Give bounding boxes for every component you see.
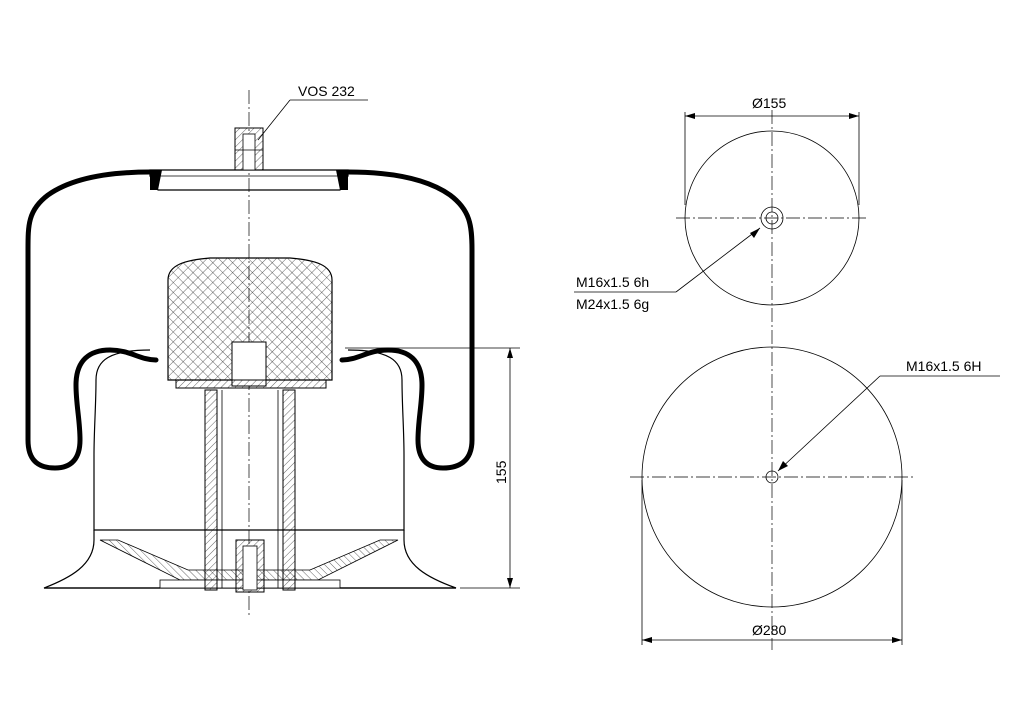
bump-stop-insert xyxy=(231,341,267,387)
top-plan-view: Ø155 M16x1.5 6h M24x1.5 6g M16x1.5 6H Ø2… xyxy=(574,95,1000,650)
top-plate-left-bead xyxy=(150,170,162,190)
bellows-left xyxy=(25,169,159,471)
inner-tube xyxy=(204,389,296,591)
valve-leader xyxy=(257,99,291,141)
piston-body xyxy=(93,349,405,531)
bottom-bolt xyxy=(235,539,265,593)
valve-label: VOS 232 xyxy=(298,83,355,99)
bellows-right xyxy=(339,169,475,471)
bottom-diameter-label: Ø280 xyxy=(752,622,786,638)
top-thread-label-1: M16x1.5 6h xyxy=(576,274,649,290)
top-plate-circle xyxy=(684,130,860,306)
height-dimension: 155 xyxy=(345,347,520,589)
bottom-thread-leader xyxy=(777,375,881,472)
height-label: 155 xyxy=(493,460,509,484)
air-spring-section-view: VOS 232 155 xyxy=(25,83,520,615)
bottom-plate-circle xyxy=(641,346,903,608)
piston-skirt-right xyxy=(340,539,457,589)
top-thread-label-2: M24x1.5 6g xyxy=(576,296,649,312)
bump-stop xyxy=(167,257,333,381)
top-center-hole-inner xyxy=(765,211,779,225)
bottom-center-hole xyxy=(765,470,779,484)
bump-stop-plate xyxy=(175,379,327,389)
top-diameter-label: Ø155 xyxy=(752,95,786,111)
top-plate-right-bead xyxy=(336,170,348,190)
bottom-thread-label: M16x1.5 6H xyxy=(906,358,981,374)
valve-fitting xyxy=(234,127,264,171)
top-center-hole-outer xyxy=(760,206,784,230)
piston-skirt-left xyxy=(43,539,160,589)
top-thread-leader xyxy=(675,227,761,293)
